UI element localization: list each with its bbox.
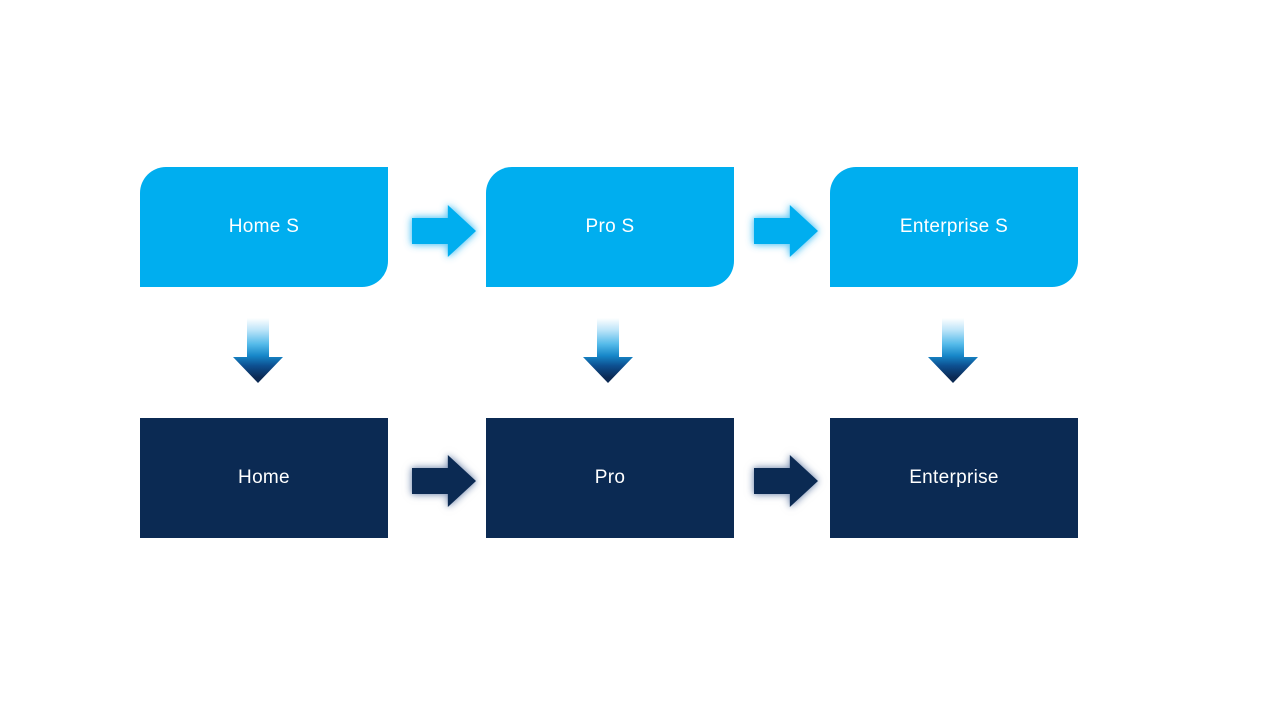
- right-arrow-shape: [412, 205, 476, 257]
- right-arrow-icon: [412, 455, 476, 507]
- right-arrow-shape: [754, 455, 818, 507]
- stage-box-pro: Pro: [486, 418, 734, 538]
- right-arrow-icon: [754, 455, 818, 507]
- stage-box-label: Enterprise S: [899, 216, 1009, 237]
- down-arrow-icon: [583, 318, 633, 383]
- stage-box-enterprise-s: Enterprise S: [830, 167, 1078, 287]
- stage-box-label: Pro: [594, 467, 626, 488]
- stage-box-home: Home: [140, 418, 388, 538]
- right-arrow-icon: [412, 205, 476, 257]
- right-arrow-shape: [412, 455, 476, 507]
- stage-box-label: Home S: [228, 216, 300, 237]
- stage-box-label: Home: [238, 467, 290, 488]
- stage-box-label: Pro S: [585, 216, 635, 237]
- right-arrow-shape: [754, 205, 818, 257]
- down-arrow-icon: [928, 318, 978, 383]
- stage-box-home-s: Home S: [140, 167, 388, 287]
- right-arrow-icon: [754, 205, 818, 257]
- stage-box-pro-s: Pro S: [486, 167, 734, 287]
- stage-box-enterprise: Enterprise: [830, 418, 1078, 538]
- down-arrow-icon: [233, 318, 283, 383]
- stage-box-label: Enterprise: [909, 467, 999, 488]
